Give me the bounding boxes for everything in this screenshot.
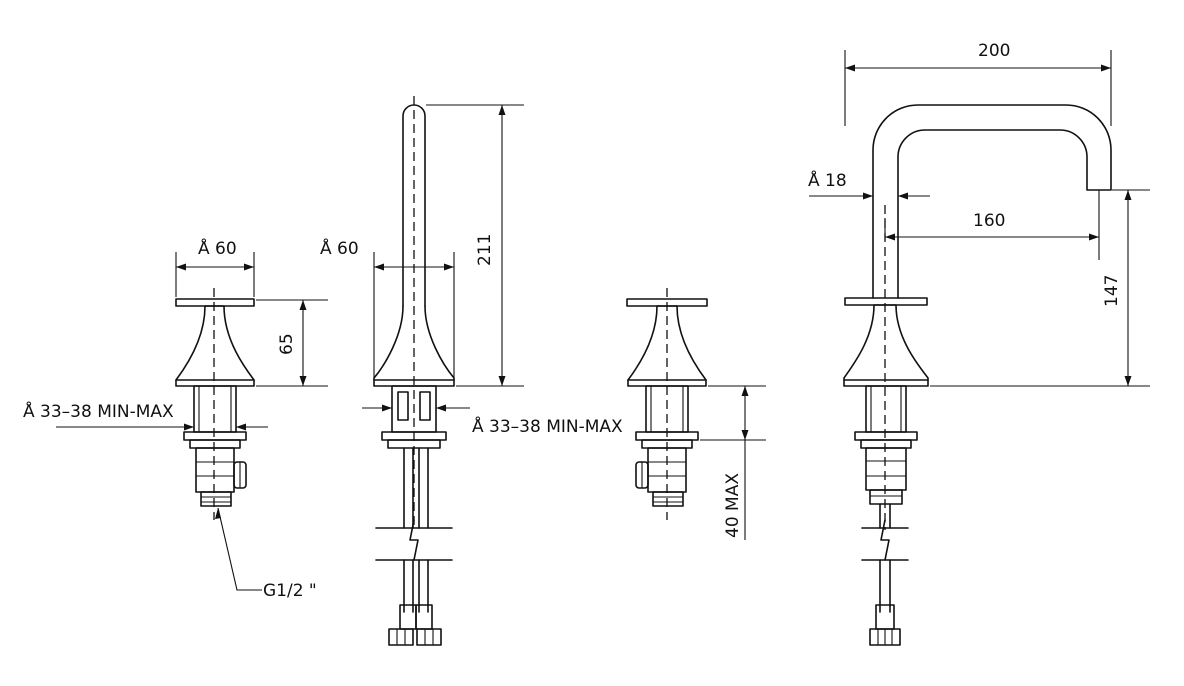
dim-left-hole-range: Å 33–38 MIN-MAX bbox=[23, 400, 174, 422]
dim-side-height: 147 bbox=[1102, 275, 1122, 307]
dim-spout-hole-range: Å 33–38 MIN-MAX bbox=[472, 415, 623, 437]
dim-side-width: 200 bbox=[978, 41, 1010, 61]
dim-deck-thickness: 40 MAX bbox=[723, 473, 743, 538]
dim-spout-height: 211 bbox=[475, 234, 495, 266]
right-handle-view: 40 MAX bbox=[626, 288, 766, 540]
left-handle-view: G1/2 " Å 60 65 Å 33–38 MIN-MAX bbox=[23, 237, 328, 601]
side-view: 200 Å 18 160 147 bbox=[808, 41, 1150, 646]
dim-left-handle-height: 65 bbox=[277, 333, 297, 355]
spout-view: Å 60 211 Å 33–38 MIN-MAX bbox=[320, 96, 623, 646]
dim-side-reach: 160 bbox=[973, 211, 1005, 231]
label-thread: G1/2 " bbox=[263, 581, 317, 601]
dim-left-handle-diameter: Å 60 bbox=[198, 237, 237, 259]
dim-spout-diameter: Å 60 bbox=[320, 237, 359, 259]
dim-side-tube-diameter: Å 18 bbox=[808, 169, 847, 191]
